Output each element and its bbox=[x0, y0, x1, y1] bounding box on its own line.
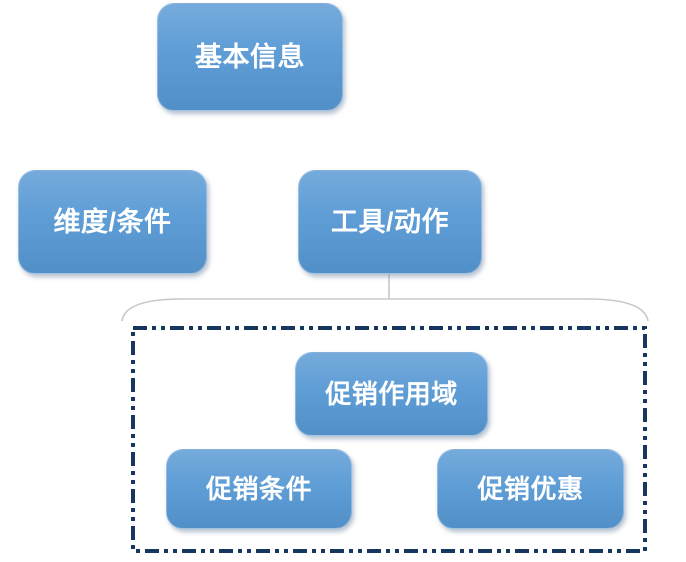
node-promotion-scope-label: 促销作用域 bbox=[325, 379, 458, 409]
node-tool-action: 工具/动作 bbox=[298, 170, 482, 274]
node-promotion-condition: 促销条件 bbox=[166, 449, 352, 529]
node-promotion-scope: 促销作用域 bbox=[295, 352, 488, 436]
node-basic-info: 基本信息 bbox=[157, 3, 343, 111]
node-dimension-condition: 维度/条件 bbox=[18, 170, 207, 274]
node-promotion-condition-label: 促销条件 bbox=[205, 474, 312, 504]
node-dimension-condition-label: 维度/条件 bbox=[53, 206, 172, 237]
node-basic-info-label: 基本信息 bbox=[195, 41, 305, 72]
node-promotion-benefit-label: 促销优惠 bbox=[477, 474, 584, 504]
brace-connector bbox=[121, 298, 649, 322]
node-tool-action-label: 工具/动作 bbox=[330, 206, 449, 237]
node-promotion-benefit: 促销优惠 bbox=[437, 449, 624, 529]
